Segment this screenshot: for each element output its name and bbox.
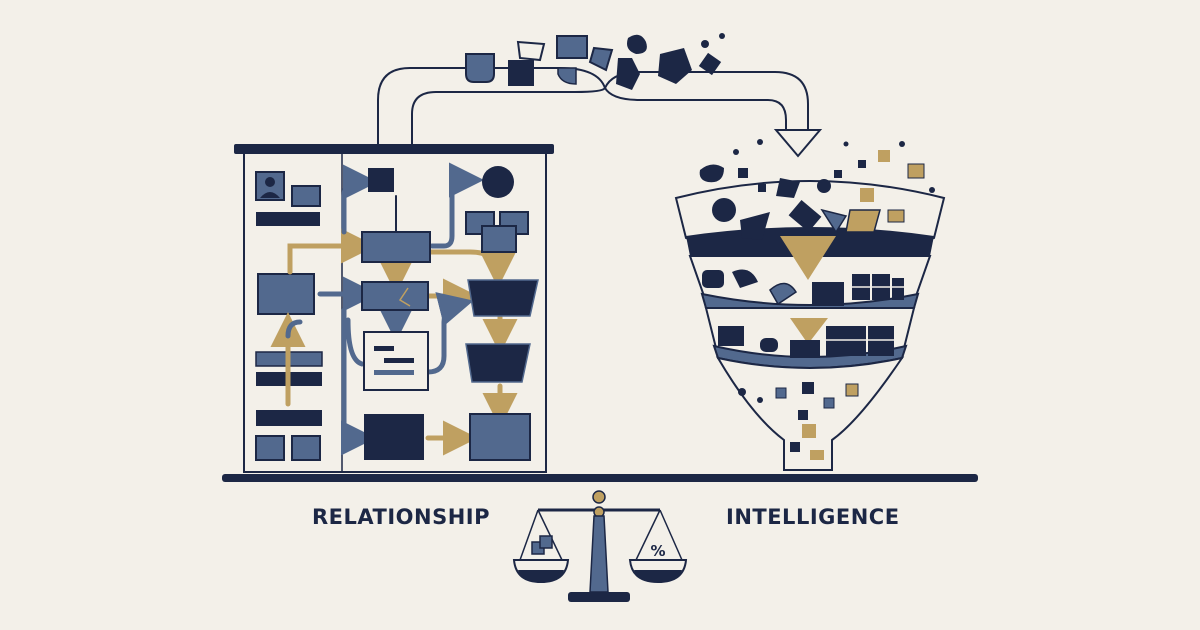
scale-pan-symbol: %	[650, 542, 665, 560]
funnel-icon	[674, 180, 946, 471]
floating-shapes	[465, 33, 725, 90]
intelligence-label: INTELLIGENCE	[726, 505, 900, 529]
flowchart-board-icon	[234, 144, 554, 473]
curved-arrow-icon	[377, 67, 823, 158]
ground-line	[222, 474, 978, 482]
relationship-label: RELATIONSHIP	[312, 505, 490, 529]
scattered-pieces	[699, 139, 935, 202]
balance-scale-icon: %	[512, 490, 688, 602]
